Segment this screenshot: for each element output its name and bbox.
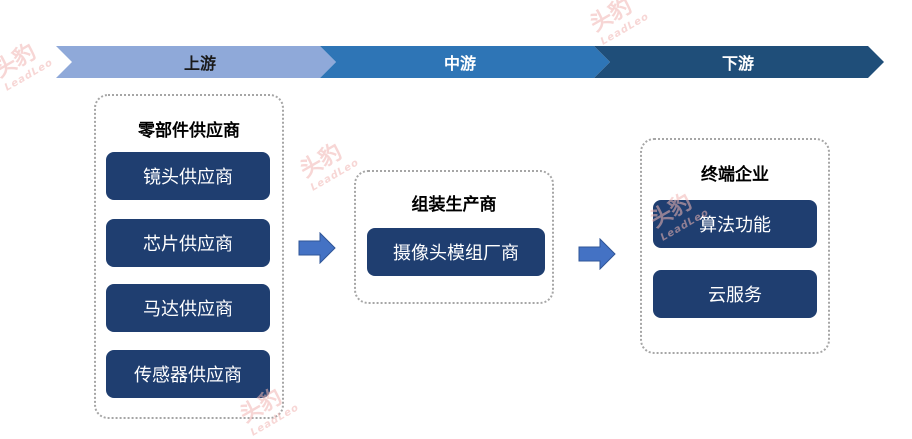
stage-downstream-label: 下游: [721, 54, 754, 73]
midstream-group: [354, 170, 554, 304]
stage-midstream-label: 中游: [443, 54, 476, 73]
upstream-group-title: 零部件供应商: [138, 121, 240, 141]
component-node: 芯片供应商: [106, 219, 270, 267]
terminal-node: 算法功能: [653, 200, 817, 248]
downstream-group-title: 终端企业: [701, 165, 769, 185]
midstream-group-title: 组装生产商: [411, 195, 497, 215]
upstream-group: [94, 94, 284, 419]
terminal-node: 云服务: [653, 270, 817, 318]
component-node: 镜头供应商: [106, 152, 270, 200]
assembler-node: 摄像头模组厂商: [367, 228, 545, 276]
stage-upstream-label: 上游: [183, 54, 216, 73]
component-node: 传感器供应商: [106, 350, 270, 398]
flow-arrow-icon: [298, 232, 336, 264]
flow-arrow-icon: [578, 238, 616, 270]
downstream-group: [640, 138, 830, 354]
component-node: 马达供应商: [106, 284, 270, 332]
